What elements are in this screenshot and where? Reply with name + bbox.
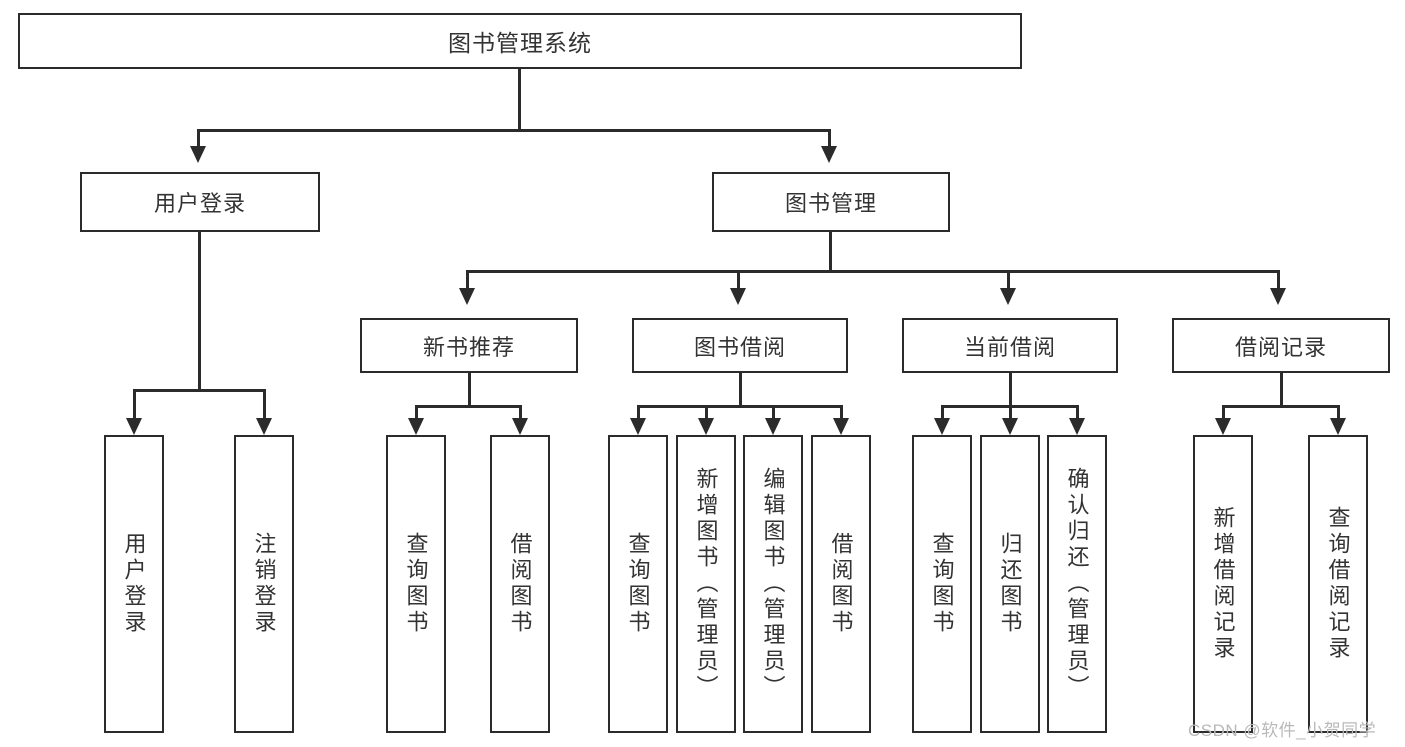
connector-level3-leg-3 xyxy=(1007,270,1010,288)
connector-root-stem xyxy=(518,69,521,129)
node-label: 借阅图书 xyxy=(828,532,854,636)
arrowhead-level3-1 xyxy=(459,288,475,305)
connector-borrow-stem xyxy=(739,373,742,405)
connector-level3-leg-4 xyxy=(1277,270,1280,288)
connector-recommend-bus xyxy=(415,405,522,408)
node-label: 图书管理 xyxy=(784,191,877,216)
node-book-management[interactable]: 图书管理 xyxy=(712,172,950,232)
leaf-recommend-query-book[interactable]: 查询图书 xyxy=(386,435,446,733)
connector-record-leg-1 xyxy=(1222,405,1225,418)
node-label: 查询图书 xyxy=(625,532,651,636)
connector-user-login-leg-2 xyxy=(263,389,266,418)
node-label: 查询借阅记录 xyxy=(1325,506,1351,662)
connector-book-manage-stem xyxy=(829,232,832,270)
node-label: 当前借阅 xyxy=(963,334,1056,360)
leaf-record-query-record[interactable]: 查询借阅记录 xyxy=(1308,435,1368,733)
arrowhead-user-login-2 xyxy=(256,418,272,435)
arrowhead-level3-3 xyxy=(1000,288,1016,305)
leaf-borrow-edit-book[interactable]: 编辑图书（管理员） xyxy=(743,435,803,733)
node-label: 新增借阅记录 xyxy=(1210,506,1236,662)
leaf-current-confirm-return[interactable]: 确认归还（管理员） xyxy=(1047,435,1107,733)
csdn-watermark: CSDN @软件_小贺同学 xyxy=(1188,721,1377,740)
arrowhead-recommend-1 xyxy=(408,418,424,435)
node-root-system[interactable]: 图书管理系统 xyxy=(18,13,1022,69)
node-new-book-recommend[interactable]: 新书推荐 xyxy=(360,318,578,373)
node-borrow-record[interactable]: 借阅记录 xyxy=(1172,318,1390,373)
connector-level3-bus xyxy=(466,270,1280,273)
arrowhead-borrow-3 xyxy=(765,418,781,435)
node-current-borrow[interactable]: 当前借阅 xyxy=(902,318,1118,373)
connector-user-login-leg-1 xyxy=(133,389,136,418)
connector-borrow-leg-1 xyxy=(637,405,640,418)
node-book-borrow[interactable]: 图书借阅 xyxy=(632,318,848,373)
leaf-borrow-borrow-book[interactable]: 借阅图书 xyxy=(811,435,871,733)
leaf-current-return-book[interactable]: 归还图书 xyxy=(980,435,1040,733)
arrowhead-user-login-1 xyxy=(126,418,142,435)
node-label: 借阅记录 xyxy=(1234,334,1327,360)
connector-record-stem xyxy=(1280,373,1283,405)
node-label: 借阅图书 xyxy=(507,532,533,636)
connector-root-leg-right xyxy=(828,129,831,147)
connector-record-leg-2 xyxy=(1337,405,1340,418)
connector-record-bus xyxy=(1222,405,1340,408)
connector-user-login-bus xyxy=(133,389,266,392)
arrowhead-borrow-4 xyxy=(833,418,849,435)
leaf-record-add-record[interactable]: 新增借阅记录 xyxy=(1193,435,1253,733)
arrowhead-to-book-manage xyxy=(821,146,837,163)
node-label: 注销登录 xyxy=(251,532,277,636)
node-user-login[interactable]: 用户登录 xyxy=(80,172,320,232)
node-label: 图书管理系统 xyxy=(448,30,592,56)
leaf-borrow-add-book[interactable]: 新增图书（管理员） xyxy=(676,435,736,733)
node-label: 新增图书（管理员） xyxy=(693,467,719,701)
arrowhead-level3-2 xyxy=(730,288,746,305)
connector-recommend-stem xyxy=(468,373,471,405)
leaf-user-login-login[interactable]: 用户登录 xyxy=(104,435,164,733)
node-label: 用户登录 xyxy=(121,532,147,636)
leaf-borrow-query-book[interactable]: 查询图书 xyxy=(608,435,668,733)
connector-current-leg-3 xyxy=(1076,405,1079,418)
connector-root-bus xyxy=(197,129,831,132)
node-label: 新书推荐 xyxy=(422,334,515,360)
connector-borrow-leg-3 xyxy=(772,405,775,418)
node-label: 归还图书 xyxy=(997,532,1023,636)
connector-recommend-leg-2 xyxy=(519,405,522,418)
connector-level3-leg-1 xyxy=(466,270,469,288)
connector-current-leg-1 xyxy=(941,405,944,418)
connector-user-login-stem xyxy=(198,232,201,389)
node-label: 确认归还（管理员） xyxy=(1064,467,1090,701)
node-label: 编辑图书（管理员） xyxy=(760,467,786,701)
connector-borrow-leg-2 xyxy=(705,405,708,418)
leaf-user-login-logout[interactable]: 注销登录 xyxy=(234,435,294,733)
node-label: 图书借阅 xyxy=(693,334,786,360)
connector-recommend-leg-1 xyxy=(415,405,418,418)
connector-current-leg-2 xyxy=(1009,405,1012,418)
arrowhead-current-1 xyxy=(934,418,950,435)
connector-level3-leg-2 xyxy=(737,270,740,288)
node-label: 用户登录 xyxy=(153,191,246,216)
arrowhead-record-1 xyxy=(1215,418,1231,435)
node-label: 查询图书 xyxy=(403,532,429,636)
arrowhead-current-2 xyxy=(1002,418,1018,435)
arrowhead-to-user-login xyxy=(190,146,206,163)
arrowhead-level3-4 xyxy=(1270,288,1286,305)
arrowhead-current-3 xyxy=(1069,418,1085,435)
node-label: 查询图书 xyxy=(929,532,955,636)
arrowhead-borrow-1 xyxy=(630,418,646,435)
connector-current-stem xyxy=(1009,373,1012,405)
arrowhead-record-2 xyxy=(1330,418,1346,435)
leaf-current-query-book[interactable]: 查询图书 xyxy=(912,435,972,733)
connector-borrow-bus xyxy=(637,405,843,408)
arrowhead-borrow-2 xyxy=(698,418,714,435)
connector-root-leg-left xyxy=(197,129,200,147)
connector-borrow-leg-4 xyxy=(840,405,843,418)
leaf-recommend-borrow-book[interactable]: 借阅图书 xyxy=(490,435,550,733)
arrowhead-recommend-2 xyxy=(512,418,528,435)
